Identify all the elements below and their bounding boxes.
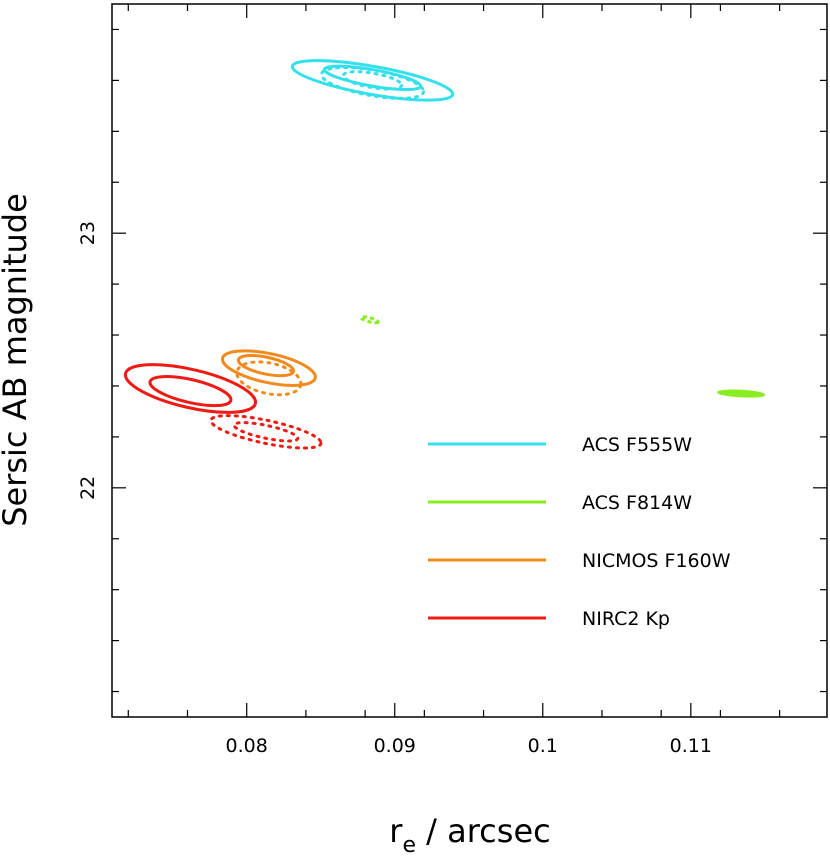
contour-acs-f555w-dotted [319,66,426,100]
contour-acs-f814w-filled [716,389,766,398]
x-tick-label: 0.09 [374,735,416,757]
legend-label-acs-f555w: ACS F555W [582,434,692,456]
contour-nirc2-kp-dotted [232,421,300,443]
x-axis-title: re / arcsec [389,812,550,858]
y-tick-label: 22 [77,476,99,500]
plot-frame [111,3,828,718]
contour-acs-f814w-dashed [359,315,380,325]
contour-nirc2-kp-dotted [209,414,323,450]
contour-nicmos-f160w-solid [220,349,317,387]
contour-acs-f555w-dotted [341,70,404,91]
contour-nirc2-kp-solid [148,375,233,408]
x-axis-title-rest: / arcsec [416,812,551,850]
contours [123,59,766,450]
x-axis-title-subscript: e [402,833,416,858]
x-tick-label: 0.1 [528,735,558,757]
legend-label-nirc2-kp: NIRC2 Kp [582,608,670,630]
legend-label-acs-f814w: ACS F814W [582,492,692,514]
x-tick-label: 0.08 [226,735,268,757]
ticks [112,4,827,717]
x-axis-title-main: r [389,812,403,850]
y-tick-label: 23 [77,221,99,245]
contour-nicmos-f160w-dotted [235,360,303,397]
y-axis-title: Sersic AB magnitude [0,193,34,527]
legend-label-nicmos-f160w: NICMOS F160W [582,550,731,572]
legend: ACS F555W ACS F814W NICMOS F160W NIRC2 Kp [428,434,731,630]
x-tick-label: 0.11 [670,735,712,757]
contour-acs-f555w-solid [290,59,455,102]
contour-nirc2-kp-solid [123,363,258,414]
tick-labels: 0.08 0.09 0.1 0.11 22 23 [77,221,712,757]
